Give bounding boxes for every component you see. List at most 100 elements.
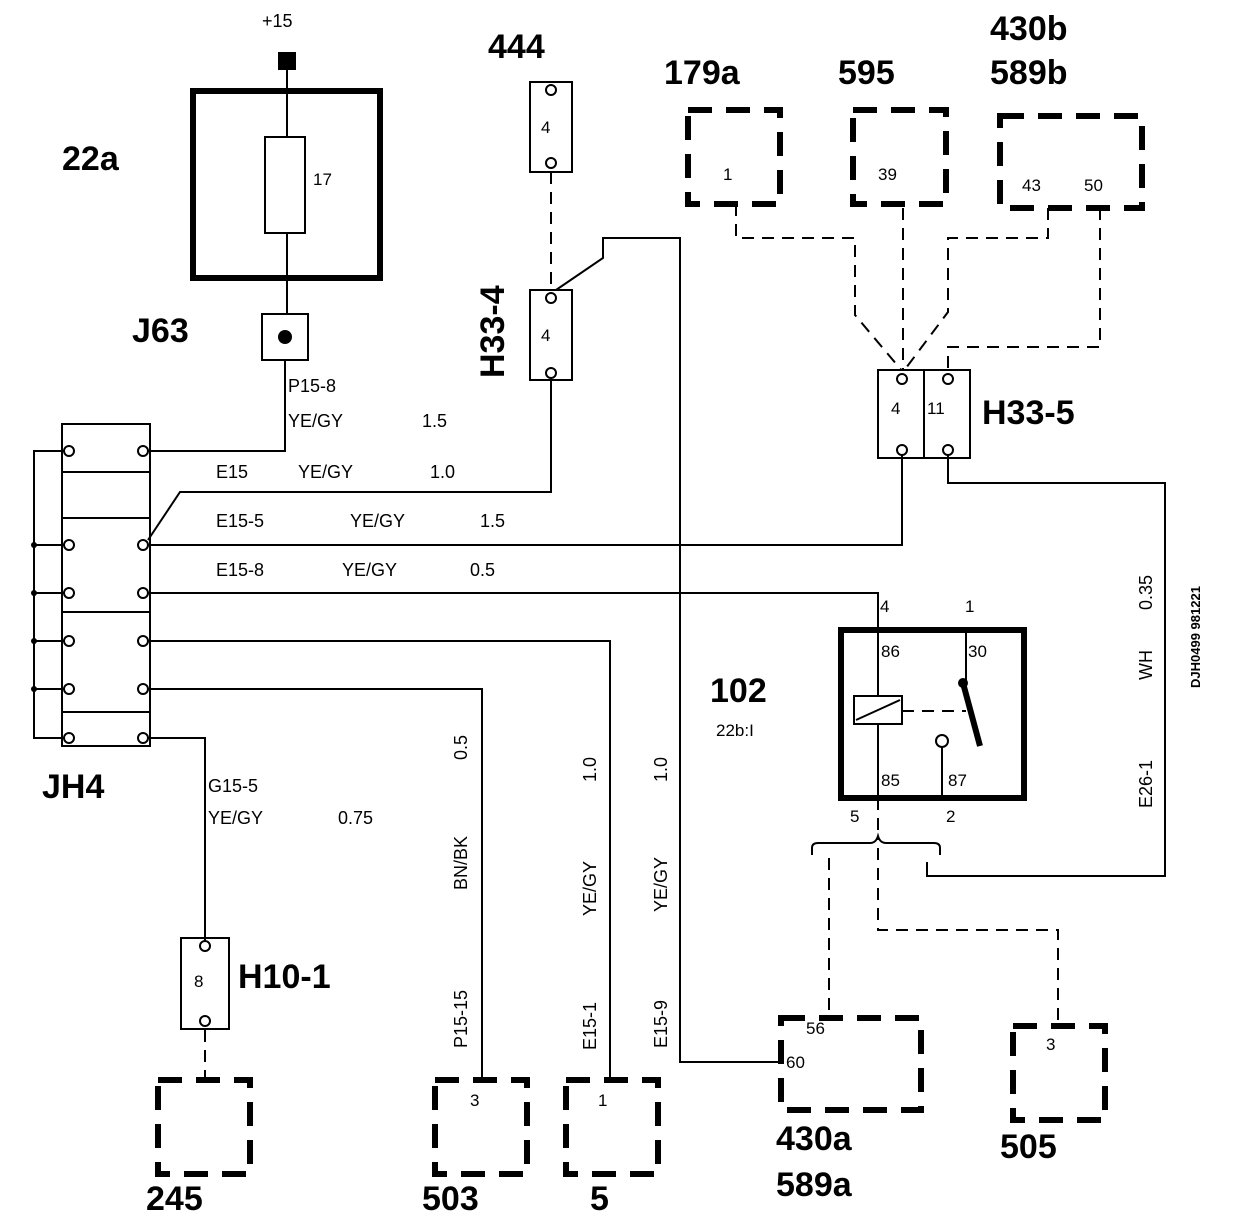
drawing-code: DJH0499 981221 <box>1188 586 1203 688</box>
relay-label: 102 <box>710 672 767 710</box>
svg-text:YE/GY: YE/GY <box>288 411 343 431</box>
svg-text:3: 3 <box>1046 1035 1055 1054</box>
connector-j63: J63 <box>132 312 309 361</box>
svg-text:503: 503 <box>422 1180 479 1218</box>
svg-text:1.5: 1.5 <box>422 411 447 431</box>
svg-text:3: 3 <box>470 1091 479 1110</box>
svg-text:86: 86 <box>881 642 900 661</box>
wire-p15-8 <box>148 360 286 452</box>
j63-label: J63 <box>132 312 189 350</box>
jh4-label: JH4 <box>42 768 104 806</box>
svg-text:E15-8: E15-8 <box>216 560 264 580</box>
connector-245: 245 <box>146 1077 253 1218</box>
svg-text:E15-1: E15-1 <box>580 1002 600 1050</box>
svg-text:YE/GY: YE/GY <box>580 861 600 916</box>
wire-p15-15 <box>148 688 483 1080</box>
relay-102: 102 22b:I 86 30 85 87 4 1 5 2 <box>710 597 1027 826</box>
svg-text:YE/GY: YE/GY <box>651 857 671 912</box>
supply-label: +15 <box>262 11 293 31</box>
jh4-body <box>61 423 151 747</box>
svg-text:E15: E15 <box>216 462 248 482</box>
connector-h33-5: 4 11 H33-5 <box>877 369 1075 459</box>
wire-e26-1 <box>926 455 1166 877</box>
svg-text:589a: 589a <box>776 1166 853 1204</box>
fuse-box-label: 22a <box>62 140 120 178</box>
svg-text:E15-5: E15-5 <box>216 511 264 531</box>
svg-text:0.75: 0.75 <box>338 808 373 828</box>
svg-text:589b: 589b <box>990 54 1068 92</box>
wire-e15 <box>147 378 552 541</box>
svg-text:0.35: 0.35 <box>1136 575 1156 610</box>
c595-label: 595 <box>838 54 895 92</box>
svg-text:85: 85 <box>881 771 900 790</box>
connector-444: 444 4 <box>488 28 573 173</box>
c179a-label: 179a <box>664 54 741 92</box>
svg-text:430a: 430a <box>776 1120 853 1158</box>
svg-text:43: 43 <box>1022 176 1041 195</box>
connector-5: 1 5 <box>563 1077 661 1218</box>
svg-text:505: 505 <box>1000 1128 1057 1166</box>
svg-text:1.0: 1.0 <box>580 757 600 782</box>
svg-text:1.0: 1.0 <box>651 757 671 782</box>
svg-text:4: 4 <box>541 326 550 345</box>
fuse-box-22a: +15 17 22a <box>62 11 383 330</box>
svg-text:YE/GY: YE/GY <box>342 560 397 580</box>
h33-4-label: H33-4 <box>474 285 512 378</box>
svg-text:30: 30 <box>968 642 987 661</box>
h33-5-label: H33-5 <box>982 394 1075 432</box>
c444-label: 444 <box>488 28 545 66</box>
svg-text:4: 4 <box>891 399 900 418</box>
relay-sub-label: 22b:I <box>716 721 754 740</box>
wire-g15-5 <box>148 737 206 941</box>
svg-text:87: 87 <box>948 771 967 790</box>
connector-h10-1: 8 H10-1 <box>180 937 331 1030</box>
svg-text:60: 60 <box>786 1053 805 1072</box>
svg-text:2: 2 <box>946 807 955 826</box>
relay-switch <box>960 682 983 747</box>
h10-1-label: H10-1 <box>238 958 331 996</box>
svg-text:YE/GY: YE/GY <box>298 462 353 482</box>
wire-e15-8 <box>148 592 879 630</box>
svg-text:39: 39 <box>878 165 897 184</box>
svg-text:0.5: 0.5 <box>451 735 471 760</box>
svg-text:P15-8: P15-8 <box>288 376 336 396</box>
svg-text:YE/GY: YE/GY <box>350 511 405 531</box>
svg-text:56: 56 <box>806 1019 825 1038</box>
supply-terminal <box>278 52 296 70</box>
svg-text:5: 5 <box>590 1180 609 1218</box>
svg-text:8: 8 <box>194 972 203 991</box>
svg-text:0.5: 0.5 <box>470 560 495 580</box>
wire-e15-1 <box>148 640 611 1080</box>
svg-text:1: 1 <box>598 1091 607 1110</box>
connector-430b-589b: 430b 589b 43 50 <box>990 10 1145 211</box>
svg-text:245: 245 <box>146 1180 203 1218</box>
svg-text:11: 11 <box>927 399 945 418</box>
svg-text:1: 1 <box>965 597 974 616</box>
svg-text:5: 5 <box>850 807 859 826</box>
j63-terminal <box>278 330 292 344</box>
splice-jh4: JH4 <box>31 423 151 806</box>
svg-text:4: 4 <box>541 118 550 137</box>
svg-text:1.0: 1.0 <box>430 462 455 482</box>
connector-503: 3 503 <box>422 1077 530 1218</box>
svg-text:1.5: 1.5 <box>480 511 505 531</box>
fuse-17 <box>264 136 306 234</box>
connector-505: 3 505 <box>1000 1023 1108 1166</box>
fuse-box-outline <box>190 88 383 281</box>
svg-text:50: 50 <box>1084 176 1103 195</box>
connector-179a: 179a 1 <box>664 54 783 207</box>
svg-text:E15-9: E15-9 <box>651 1000 671 1048</box>
connector-h33-4: 4 H33-4 <box>474 285 573 381</box>
svg-text:430b: 430b <box>990 10 1068 48</box>
svg-text:YE/GY: YE/GY <box>208 808 263 828</box>
connector-430a-589a: 56 60 430a 589a <box>776 1015 924 1204</box>
svg-text:WH: WH <box>1136 650 1156 680</box>
svg-text:1: 1 <box>723 165 732 184</box>
svg-text:E26-1: E26-1 <box>1136 760 1156 808</box>
connector-595: 595 39 <box>838 54 949 207</box>
fuse-number: 17 <box>313 170 332 189</box>
svg-text:4: 4 <box>880 597 889 616</box>
svg-text:G15-5: G15-5 <box>208 776 258 796</box>
wire-e15-9 <box>555 237 781 1063</box>
